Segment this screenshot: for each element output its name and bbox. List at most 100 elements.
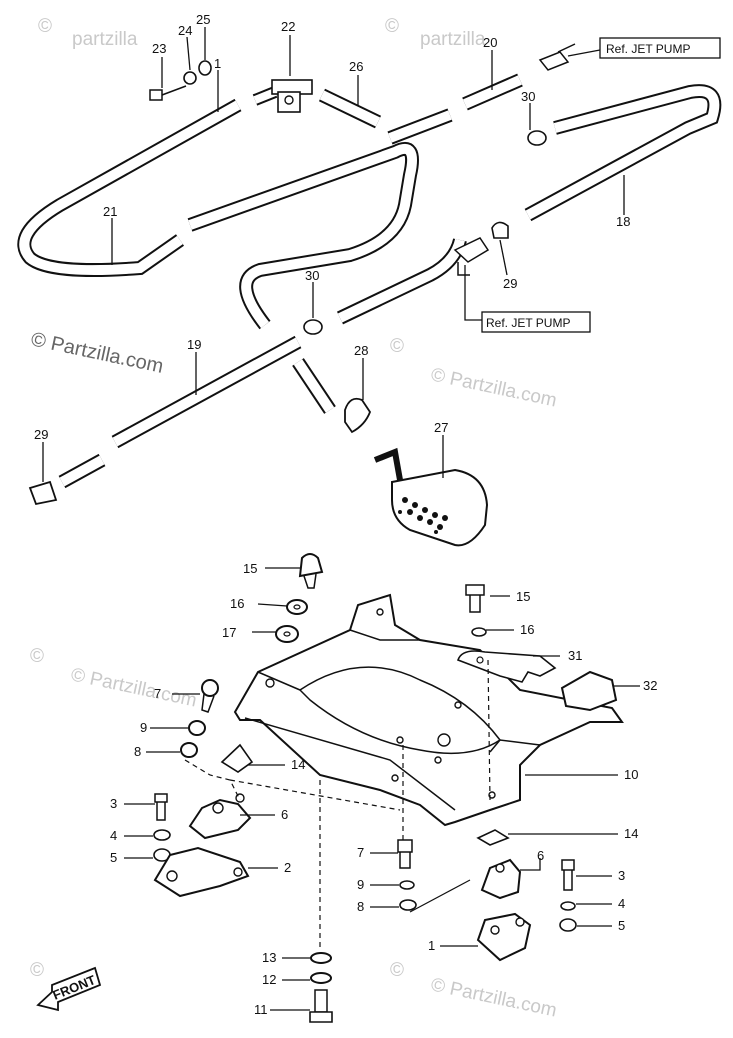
hose-26-inner	[319, 90, 381, 127]
clamp-30-top	[527, 130, 547, 146]
washer-4-left	[153, 829, 171, 841]
washer-4-right	[560, 901, 576, 911]
clip-14-right	[476, 829, 510, 846]
callout-16: 16	[520, 622, 534, 637]
leader-lines-upper	[42, 27, 625, 482]
washer-13	[310, 952, 332, 964]
callout-7: 7	[154, 686, 161, 701]
callout-24: 24	[178, 23, 192, 38]
washer-16-right	[471, 627, 487, 637]
ref-jet-pump-top: Ref. JET PUMP	[599, 37, 721, 59]
hose-19-short-inner	[59, 455, 105, 487]
washer-12	[310, 972, 332, 984]
callout-8: 8	[134, 744, 141, 759]
watermark-text: © Partzilla.com	[69, 664, 199, 711]
hose-18-inner	[525, 86, 720, 220]
washer-17-hole	[283, 631, 291, 637]
callout-18: 18	[616, 214, 630, 229]
watermark-icon: ©	[30, 960, 44, 981]
callout-22: 22	[281, 19, 295, 34]
callout-1: 1	[214, 56, 221, 71]
clip-14-left	[220, 743, 254, 773]
callout-29: 29	[34, 427, 48, 442]
bolt-11	[309, 989, 333, 1023]
nipple-fitting-top	[538, 43, 576, 71]
callout-17: 17	[222, 625, 236, 640]
watermark-text-dark: © Partzilla.com	[29, 328, 165, 378]
washer-24	[183, 71, 197, 85]
engine-mount-6-right	[480, 858, 522, 900]
callout-11: 11	[254, 1002, 268, 1017]
callout-3: 3	[618, 868, 625, 883]
callout-5: 5	[618, 918, 625, 933]
watermark-icon: ©	[30, 646, 44, 667]
ref-label: Ref. JET PUMP	[606, 42, 690, 56]
callout-13: 13	[262, 950, 276, 965]
callout-31: 31	[568, 648, 582, 663]
callout-19: 19	[187, 337, 201, 352]
callout-8: 8	[357, 899, 364, 914]
callout-30: 30	[305, 268, 319, 283]
callout-15: 15	[516, 589, 530, 604]
bolt-15-right	[465, 584, 485, 613]
callout-29: 29	[503, 276, 517, 291]
washer-5-right	[559, 918, 577, 932]
callout-16: 16	[230, 596, 244, 611]
callout-4: 4	[110, 828, 117, 843]
callout-12: 12	[262, 972, 276, 987]
callout-1: 1	[428, 938, 435, 953]
bolt-7-right	[397, 839, 413, 869]
watermark-fragment: partzilla	[72, 29, 138, 50]
callout-30: 30	[521, 89, 535, 104]
ref-jet-pump-mid: Ref. JET PUMP	[481, 311, 591, 333]
t-fitting-22	[271, 79, 313, 113]
callout-32: 32	[643, 678, 657, 693]
callout-21: 21	[103, 204, 117, 219]
clamp-30-mid	[303, 319, 323, 335]
hose-20-inner	[463, 75, 522, 109]
callout-6: 6	[537, 848, 544, 863]
watermark-icon: ©	[390, 336, 404, 357]
bolt-7-left	[201, 679, 219, 713]
washer-25	[198, 60, 212, 76]
bolt-23	[149, 85, 187, 101]
callout-6: 6	[281, 807, 288, 822]
callout-4: 4	[618, 896, 625, 911]
callout-28: 28	[354, 343, 368, 358]
bracket-1-lower	[476, 912, 532, 962]
callout-labels-lower: 15 15 16 16 17 31 32 7 9 8 14 10 3 6 4 5…	[110, 561, 657, 1017]
bolt-15-left	[298, 553, 324, 589]
bracket-2	[153, 846, 250, 898]
hose-21	[17, 98, 242, 278]
watermark-text: © Partzilla.com	[429, 364, 559, 411]
clamp-29-right	[491, 221, 509, 239]
hose-21-inner	[19, 100, 241, 276]
washer-16-left-hole	[293, 604, 301, 610]
callout-5: 5	[110, 850, 117, 865]
callout-labels-upper: 23 24 25 1 22 26 20 30 21 18 29 30 19 28…	[34, 12, 630, 442]
washer-9-right	[399, 880, 415, 890]
callout-10: 10	[624, 767, 638, 782]
callout-2: 2	[284, 860, 291, 875]
callout-14: 14	[291, 757, 305, 772]
pad-32	[560, 670, 618, 712]
callout-20: 20	[483, 35, 497, 50]
engine-bed-10	[233, 593, 624, 827]
filter-27	[373, 447, 489, 547]
watermark-icon: ©	[390, 960, 404, 981]
callout-25: 25	[196, 12, 210, 27]
watermark-text: © Partzilla.com	[429, 974, 559, 1021]
engine-mount-6-left	[188, 793, 252, 840]
filter-mesh	[398, 497, 448, 534]
watermark-fragment: partzilla	[420, 29, 486, 50]
hose-28-feed-inner	[293, 359, 335, 413]
front-arrow: FRONT	[36, 966, 102, 1012]
callout-23: 23	[152, 41, 166, 56]
bolt-3-right	[561, 859, 575, 891]
callout-26: 26	[349, 59, 363, 74]
bracket-31-hole	[476, 656, 484, 664]
elbow-fitting	[453, 237, 490, 276]
callout-9: 9	[140, 720, 147, 735]
washer-8-right	[399, 899, 417, 911]
